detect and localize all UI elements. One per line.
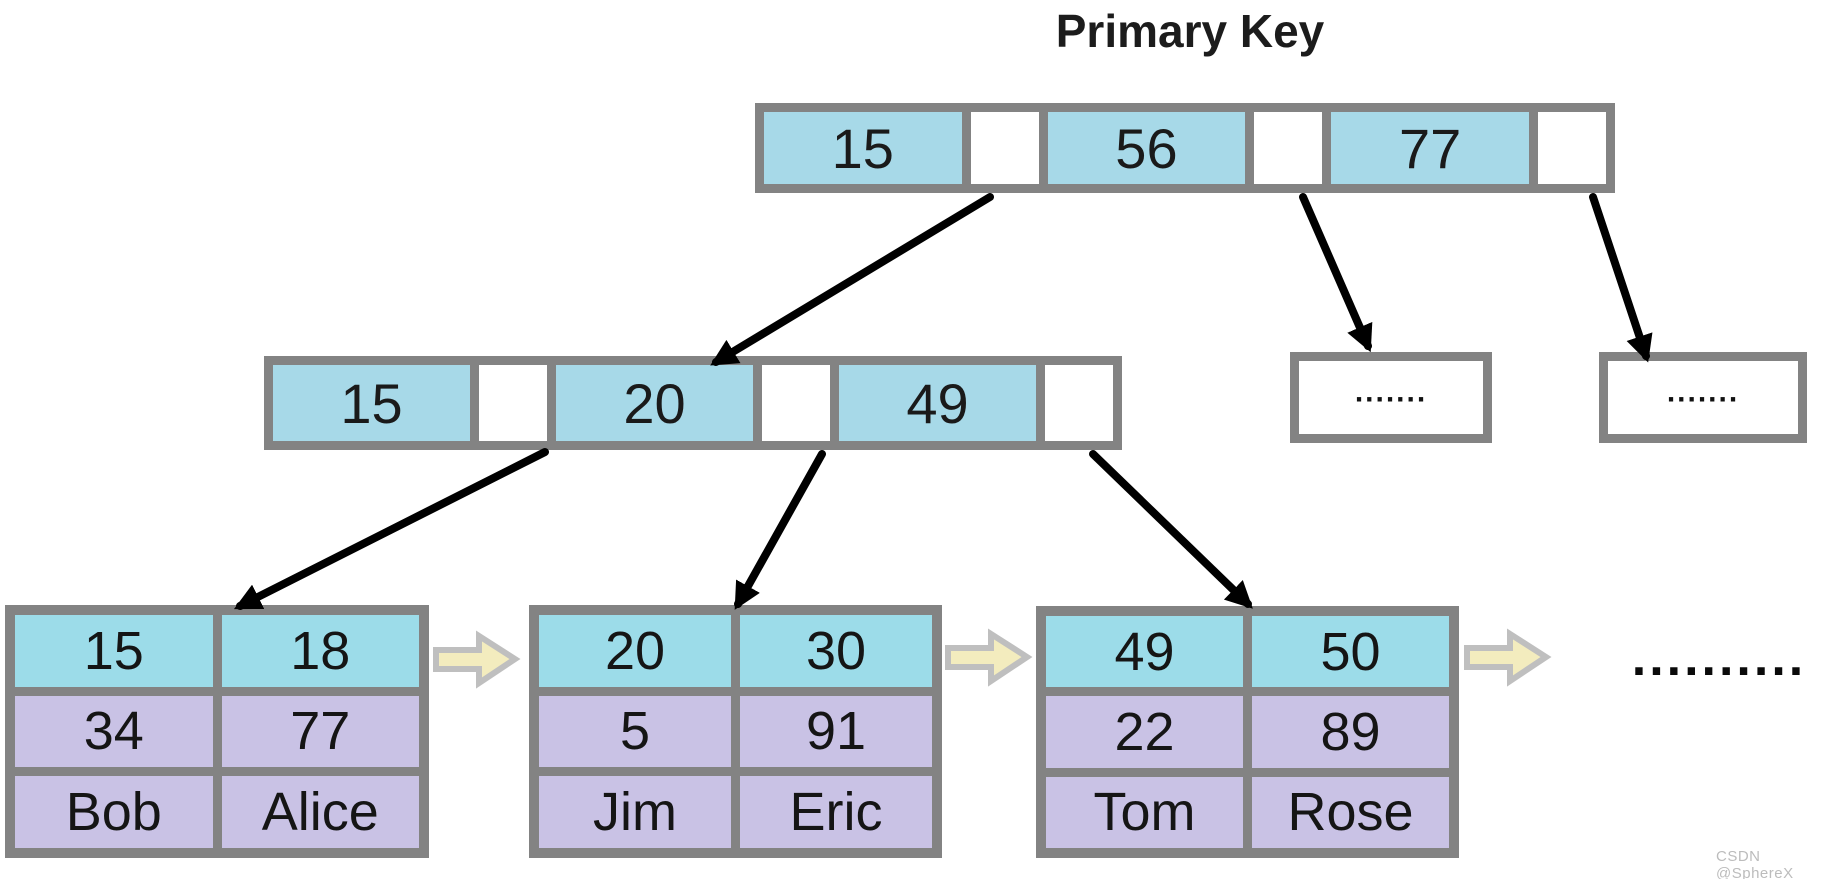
leaf2-name-2: Eric — [740, 776, 932, 848]
leaf1-key-1: 15 — [15, 615, 213, 687]
leaf-link-arrow-icon-3 — [1464, 628, 1552, 687]
internal-key-cell-1: 15 — [273, 365, 471, 441]
internal-pointer-cell-1 — [479, 365, 547, 441]
internal-pointer-cell-2 — [762, 365, 830, 441]
internal-to-leaf1-arrow — [233, 448, 549, 610]
leaf-link-arrow-icon-2 — [945, 628, 1033, 687]
root-to-internal-arrow — [710, 193, 994, 366]
root-key-cell-3: 77 — [1331, 112, 1529, 184]
leaf2-key-1: 20 — [539, 615, 731, 687]
leaf1-value-2: 77 — [221, 695, 419, 768]
leaf1-name-1: Bob — [15, 776, 213, 848]
watermark: CSDN @SphereX — [1716, 848, 1794, 879]
internal-to-leaf3-arrow — [1089, 450, 1253, 609]
root-key-cell-2: 56 — [1047, 112, 1246, 184]
root-pointer-cell-2 — [1254, 112, 1323, 184]
root-key-cell-1: 15 — [764, 112, 962, 184]
leaf3-name-1: Tom — [1046, 776, 1243, 848]
root-to-overflow1-arrow — [1299, 193, 1373, 353]
internal-pointer-cell-3 — [1045, 365, 1113, 441]
leaf1-value-1: 34 — [15, 695, 213, 768]
leaf3-key-1: 49 — [1046, 616, 1243, 688]
internal-key-cell-2: 20 — [556, 365, 754, 441]
leaf3-value-2: 89 — [1252, 696, 1449, 768]
overflow-node-2: ....... — [1599, 352, 1807, 443]
leaf-page-2: 20 30 5 91 Jim Eric — [529, 605, 942, 858]
leaf2-value-2: 91 — [740, 695, 932, 768]
overflow-node-1: ....... — [1290, 352, 1492, 443]
leaf2-value-1: 5 — [539, 695, 731, 768]
leaf2-name-1: Jim — [539, 776, 731, 848]
root-to-overflow2-arrow — [1589, 193, 1653, 363]
leaf3-name-2: Rose — [1252, 776, 1449, 848]
leaf-link-arrow-icon-1 — [433, 630, 521, 689]
leaf3-value-1: 22 — [1046, 696, 1243, 768]
internal-key-cell-3: 49 — [839, 365, 1037, 441]
diagram-title: Primary Key — [1055, 5, 1325, 57]
leaf-page-1: 15 18 34 77 Bob Alice — [5, 605, 429, 858]
leaf-page-3: 49 50 22 89 Tom Rose — [1036, 606, 1459, 858]
leaf1-key-2: 18 — [221, 615, 419, 687]
root-pointer-cell-3 — [1537, 112, 1607, 184]
leaf3-key-2: 50 — [1252, 616, 1449, 688]
leaf2-key-2: 30 — [740, 615, 932, 687]
root-pointer-cell-1 — [970, 112, 1039, 184]
leaf1-name-2: Alice — [221, 776, 419, 848]
internal-node: 15 20 49 — [264, 356, 1122, 450]
more-pages-dots: .......... — [1631, 629, 1807, 687]
overflow-node-1-dots: ....... — [1354, 375, 1428, 409]
internal-to-leaf2-arrow — [734, 450, 826, 610]
overflow-node-2-dots: ....... — [1666, 375, 1740, 409]
root-node: 15 56 77 — [755, 103, 1615, 193]
